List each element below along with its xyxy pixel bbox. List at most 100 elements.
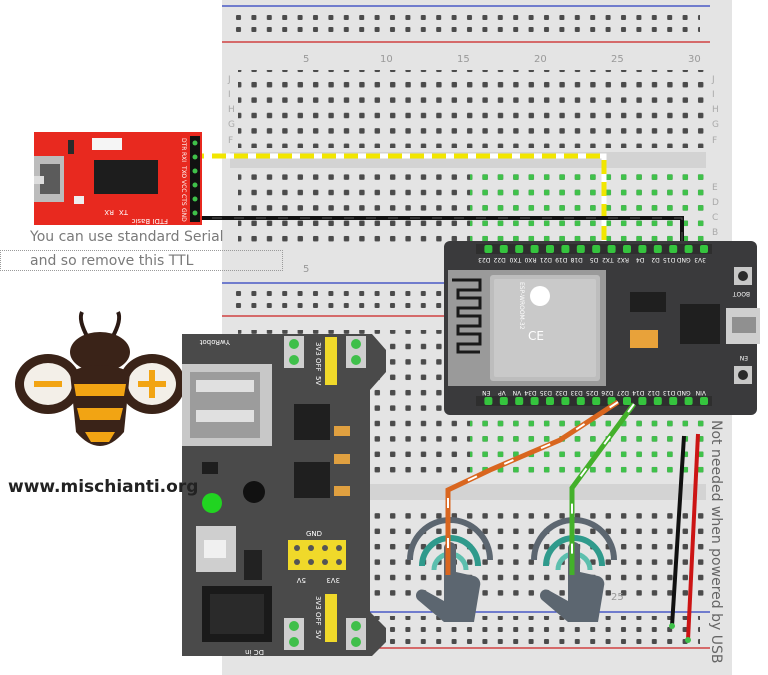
note-line-1: You can use standard Serial [30, 229, 224, 245]
regulator-chip [294, 462, 330, 498]
regulator [630, 292, 666, 312]
esp32-pin [530, 245, 539, 253]
esp32-pin [576, 397, 585, 405]
esp32-pin [653, 245, 662, 253]
esp32-pin-label: GND [676, 256, 690, 263]
row-label: B [712, 228, 718, 238]
ftdi-title: FTDI Basic [131, 217, 168, 225]
esp32-board: 3V3GNDD15D2D4RX2TX2D5D18D19D21RX0TX0D22D… [444, 241, 760, 415]
esp32-pin-label: D26 [601, 389, 613, 396]
red-wire [686, 433, 700, 641]
column-label: 25 [611, 592, 624, 603]
esp32-pin-label: D19 [555, 256, 567, 263]
esp32-pin-label: 3V3 [694, 256, 706, 263]
esp32-pin [607, 245, 616, 253]
note-line-2: and so remove this TTL [30, 253, 194, 269]
column-label: 5 [303, 264, 309, 275]
row-label: H [228, 105, 235, 115]
ftdi-pin-label: RXI [180, 152, 187, 162]
esp32-pin [592, 397, 601, 405]
esp32-pin-label: D33 [570, 389, 582, 396]
row-label: J [227, 75, 231, 85]
esp32-pin-label: GND [676, 389, 690, 396]
note-highlight-box [0, 250, 283, 271]
ftdi-pin-label: DTR [180, 138, 187, 150]
ftdi-led-label: RX [104, 208, 114, 216]
esp32-pin-label: D12 [647, 389, 659, 396]
esp32-pin-label: D4 [636, 256, 645, 263]
esp32-pin-label: D13 [663, 389, 675, 396]
esp32-pin-label: EN [482, 389, 490, 396]
hand-pointer-icon [415, 542, 481, 622]
hand-pointer-icon [539, 542, 605, 622]
esp32-pin [546, 397, 554, 405]
esp32-pin-label: RX0 [524, 256, 536, 263]
esp32-pin-label: D22 [493, 256, 505, 263]
ce-mark: CE [528, 329, 544, 343]
electrolytic-capacitor [243, 481, 265, 503]
esp32-pin-label: D18 [570, 256, 582, 263]
esp32-pin [561, 245, 570, 253]
ftdi-pin-label: GND [180, 208, 187, 222]
column-label: 5 [303, 54, 309, 65]
power-module: GND YwRobot 3V3 OFF 5V 3V3 OFF 5V 5V 3V3… [182, 334, 386, 656]
jumper-label: 3V3 [314, 596, 322, 610]
ftdi-board: DTR RXI TXO VCC CTS GND FTDI Basic TX RX [34, 132, 202, 225]
esp32-pin [700, 397, 708, 405]
column-label: 10 [380, 54, 393, 65]
jumper-label: 3V3 [314, 342, 322, 356]
row-label: F [712, 136, 717, 146]
voltage-jumper-bottom[interactable] [325, 594, 337, 642]
esp32-pin [684, 245, 693, 253]
regulator-chip [294, 404, 330, 440]
row-label: I [228, 90, 231, 100]
ftdi-led-label: TX [119, 208, 129, 216]
esp32-pin-label: D2 [651, 256, 660, 263]
side-note: Not needed when powered by USB [708, 420, 724, 664]
row-label: F [228, 136, 233, 146]
voltage-jumper-top[interactable] [325, 337, 337, 385]
esp32-pin-label: D25 [586, 389, 598, 396]
column-label: 30 [688, 54, 701, 65]
row-label: I [712, 90, 715, 100]
boot-label: BOOT [733, 290, 750, 297]
ftdi-chip [94, 160, 158, 194]
jumper-label: OFF [314, 358, 322, 372]
rail-label: 3V3 [326, 576, 340, 584]
bee-logo [15, 311, 185, 446]
esp32-pin [499, 245, 508, 253]
esp32-pin-label: D27 [617, 389, 629, 396]
capacitor [630, 330, 658, 348]
usb-bridge-chip [680, 304, 720, 344]
esp32-pin [653, 397, 662, 405]
brand-label: YwRobot [199, 338, 231, 346]
row-label: G [228, 120, 235, 130]
esp32-pin-label: D5 [590, 256, 599, 263]
esp32-pin [484, 245, 493, 253]
boot-button[interactable] [738, 271, 748, 281]
esp32-pin [700, 245, 708, 253]
esp32-pin-label: D15 [663, 256, 675, 263]
jumper-label: 5V [314, 376, 322, 385]
esp32-pin-label: D23 [478, 256, 490, 263]
esp32-pin-label: TX0 [509, 256, 522, 263]
esp32-pin-label: D35 [540, 389, 552, 396]
en-button[interactable] [738, 370, 748, 380]
en-label: EN [740, 354, 748, 361]
row-label: D [712, 198, 719, 208]
row-label: H [712, 105, 719, 115]
esp32-pin-label: D34 [524, 389, 536, 396]
esp32-pin [561, 397, 570, 405]
module-label: ESP-WROOM-32 [518, 282, 525, 330]
esp32-pin-label: D14 [632, 389, 644, 396]
esp32-pin [669, 397, 678, 405]
esp32-pin [499, 397, 508, 405]
minus-icon [34, 381, 62, 387]
row-label: E [712, 183, 718, 193]
power-switch[interactable] [204, 540, 226, 558]
esp32-pin [669, 245, 678, 253]
esp32-pin-label: TX2 [602, 256, 615, 263]
esp32-pin [638, 245, 647, 253]
gnd-label: GND [306, 530, 322, 538]
